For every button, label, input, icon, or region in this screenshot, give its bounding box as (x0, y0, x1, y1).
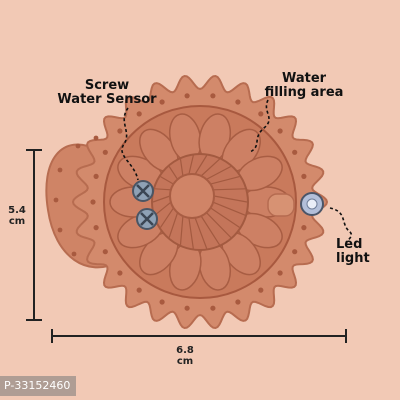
rim-dot (75, 143, 81, 149)
height-dimension-line (26, 149, 42, 321)
rim-dot (184, 305, 190, 311)
bowl-ridge (179, 159, 184, 177)
bowl-ridge (160, 176, 174, 185)
callout-led-line1: Led (336, 237, 363, 252)
rim-dot (277, 128, 283, 134)
callout-led-light: Led light (336, 237, 386, 267)
rim-dot (93, 173, 99, 179)
rim-dot (235, 99, 241, 105)
rim-dot (136, 111, 142, 117)
bowl-ridge (213, 188, 246, 191)
rim-dot (57, 227, 63, 233)
rim-dot (277, 270, 283, 276)
rim-dot (102, 249, 108, 255)
height-value: 5.4 (8, 205, 26, 216)
width-dimension-label: 6.8 cm (160, 345, 210, 367)
rim-dot (210, 93, 216, 99)
rim-dots (53, 93, 310, 311)
callout-screw-line2: Water Sensor (57, 92, 157, 108)
product-id-watermark: P-33152460 (0, 376, 77, 396)
rim-dot (258, 287, 264, 293)
callout-led-line2: light (336, 251, 370, 267)
bowl-ridge (194, 217, 208, 249)
screw-icon (136, 208, 158, 230)
width-value: 6.8 (176, 345, 194, 356)
rim-dot (71, 251, 77, 257)
bowl-ridge (210, 207, 240, 228)
bowl-ridge (194, 155, 208, 175)
leader-line-water (249, 99, 270, 153)
width-unit: cm (176, 355, 194, 367)
rim-dot (292, 149, 298, 155)
wick-post (267, 193, 295, 217)
rim-dot (159, 299, 165, 305)
bowl-ridge (210, 176, 240, 185)
bowl-ridge (200, 158, 220, 177)
rim-dot (117, 128, 123, 134)
callout-screw-line1: Screw (84, 78, 130, 93)
led-light-icon (300, 192, 324, 216)
bowl-ridge (154, 188, 171, 191)
rim-dot (301, 173, 307, 179)
callout-water-line2: filling area (264, 85, 344, 101)
bowl-ridge (154, 201, 172, 216)
rim-dot (159, 99, 165, 105)
rim-dot (301, 225, 307, 231)
callout-screw-water-sensor: Screw Water Sensor (52, 78, 162, 108)
rim-dot (53, 197, 59, 203)
rim-dot (136, 287, 142, 293)
rim-dot (292, 249, 298, 255)
leader-line-led (329, 207, 353, 243)
diya-bowl-ridges (152, 155, 248, 249)
rim-dot (258, 111, 264, 117)
width-dimension-line (51, 329, 347, 343)
bowl-ridge (188, 155, 194, 175)
rim-dot (117, 270, 123, 276)
rim-dot (93, 225, 99, 231)
callout-water-line1: Water (281, 71, 327, 86)
bowl-ridge (200, 215, 221, 246)
bowl-ridge (205, 212, 232, 238)
height-dimension-label: 5.4 cm (3, 205, 31, 227)
rim-dot (235, 299, 241, 305)
bowl-ridge (188, 217, 194, 249)
diya-bowl-center (169, 173, 215, 219)
bowl-ridge (206, 165, 232, 180)
bowl-ridge (152, 195, 171, 203)
bowl-ridge (168, 212, 179, 238)
rim-dot (93, 135, 99, 141)
rim-dot (90, 199, 96, 205)
rim-dot (184, 93, 190, 99)
bowl-ridge (179, 215, 184, 245)
bowl-ridge (213, 195, 248, 203)
height-unit: cm (8, 215, 26, 227)
rim-dot (102, 149, 108, 155)
bowl-ridge (168, 166, 179, 180)
screw-icon (132, 180, 154, 202)
bowl-ridge (212, 201, 246, 216)
rim-dot (57, 167, 63, 173)
rim-dot (210, 305, 216, 311)
callout-water-filling-area: Water filling area (254, 71, 354, 101)
bowl-ridge (160, 207, 174, 228)
leader-line-screw (121, 107, 139, 181)
